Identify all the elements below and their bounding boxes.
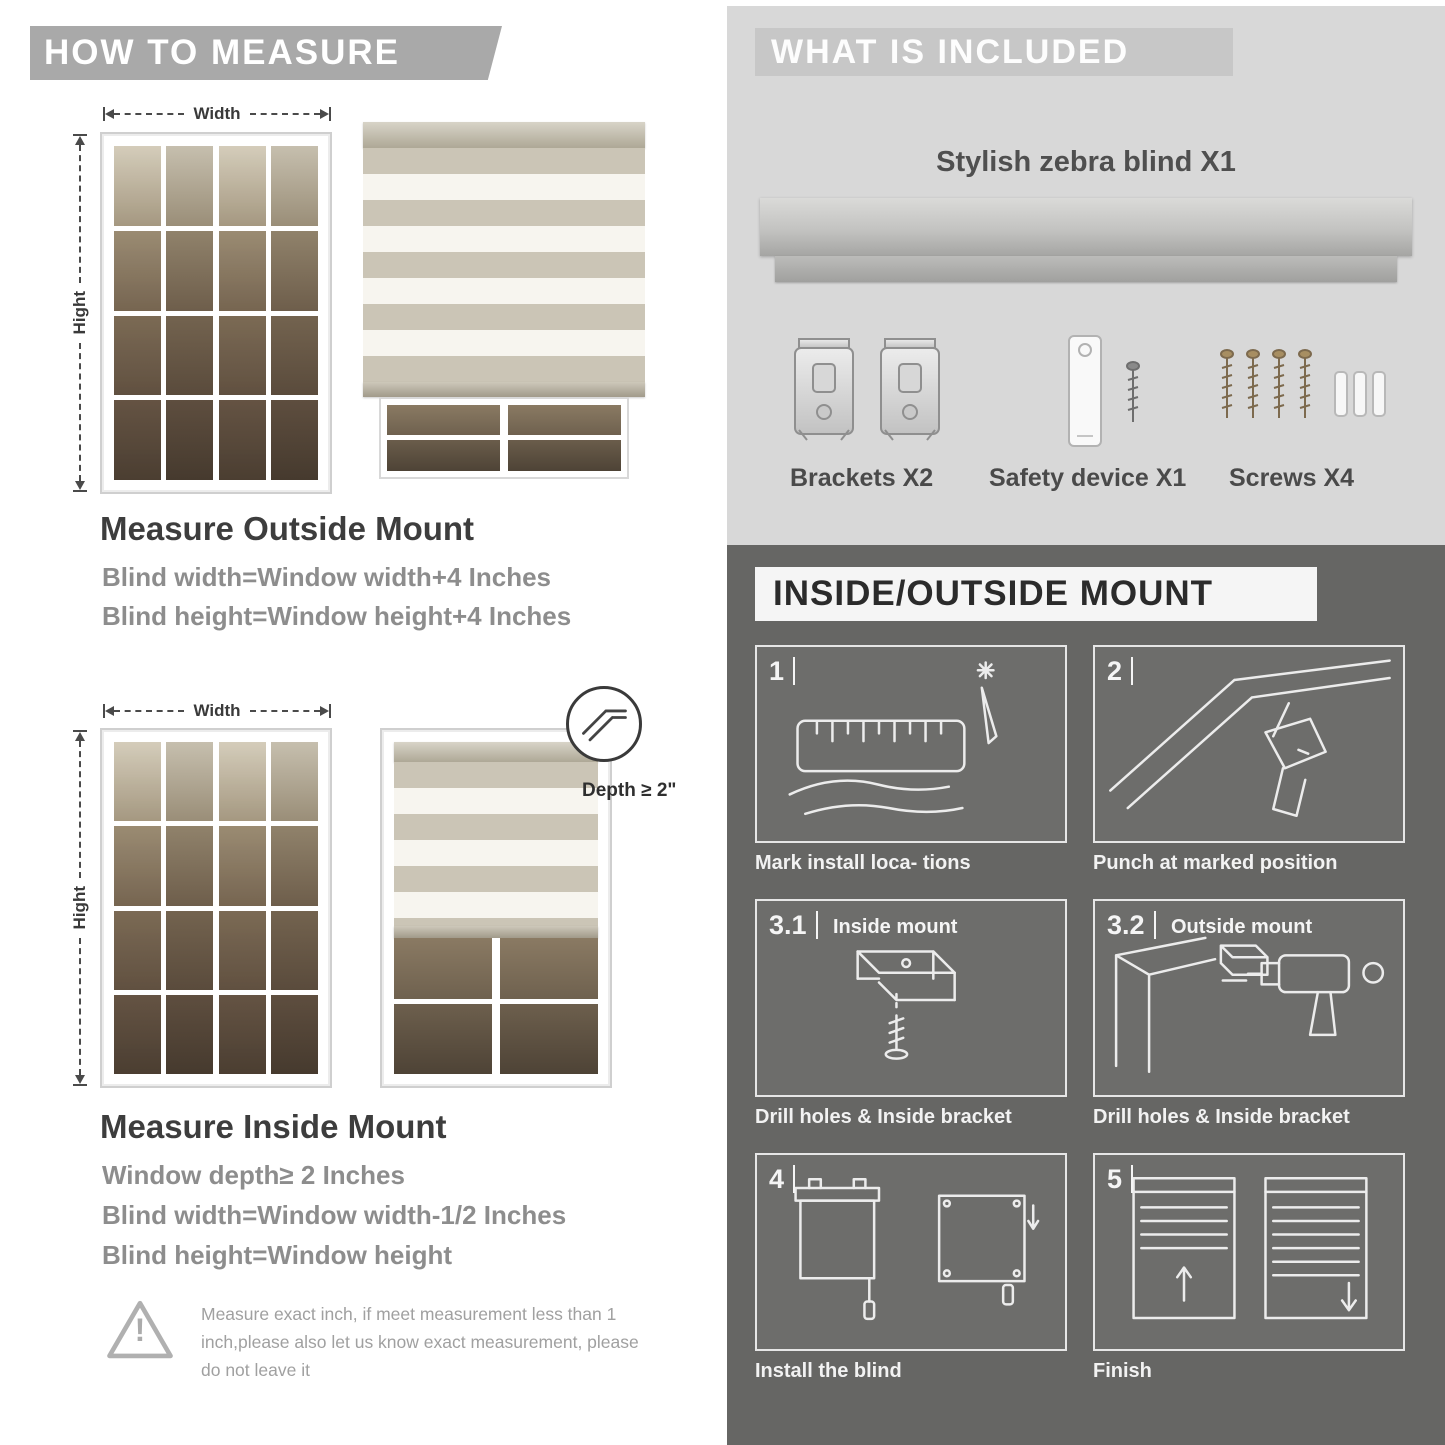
window-glass-small xyxy=(394,938,598,1074)
warning-text: Measure exact inch, if meet measurement … xyxy=(201,1304,639,1380)
step-4: 4 Install the blind xyxy=(755,1153,1067,1383)
how-to-measure-banner: HOW TO MEASURE xyxy=(30,26,502,80)
how-to-measure-title: HOW TO MEASURE xyxy=(44,33,400,72)
step-number: 3.1 xyxy=(769,911,818,939)
warning-triangle-icon: ! xyxy=(103,1296,177,1364)
step-3-1-panel: 3.1 Inside mount xyxy=(755,899,1067,1097)
outside-mount-line-2: Blind height=Window height+4 Inches xyxy=(102,601,572,631)
height-arrow-inside: Hight xyxy=(70,730,90,1086)
window-corner-detail-icon xyxy=(582,709,627,742)
depth-detail-callout xyxy=(566,686,642,762)
step-1: 1 Mark install loca- tions xyxy=(755,645,1067,875)
safety-device-icon xyxy=(1068,335,1140,447)
blind-cassette xyxy=(394,742,598,762)
step-number: 3.2 xyxy=(1107,911,1156,939)
screws-label: Screws X4 xyxy=(1229,464,1355,492)
safety-device-label: Safety device X1 xyxy=(989,464,1187,492)
inside-mount-line-2: Blind width=Window width-1/2 Inches xyxy=(102,1200,567,1230)
blind-slats xyxy=(394,762,598,926)
step-number: 4 xyxy=(769,1165,796,1193)
outside-bracket-illustration xyxy=(1095,901,1403,1095)
inside-bracket-illustration xyxy=(757,901,1065,1095)
step-number: 5 xyxy=(1107,1165,1134,1193)
step-2-panel: 2 xyxy=(1093,645,1405,843)
window-glass-small xyxy=(387,405,621,471)
step-inline-label: Outside mount xyxy=(1171,916,1313,938)
finish-illustration xyxy=(1095,1155,1403,1349)
window-casement-left xyxy=(114,146,213,480)
measure-mark-illustration xyxy=(757,647,1065,841)
drill-illustration xyxy=(1095,647,1403,841)
step-3-2: 3.2 Outside mount Drill holes & Inside b… xyxy=(1093,899,1405,1129)
product-cassette-image xyxy=(760,198,1412,256)
window-casement-left xyxy=(114,742,213,1074)
window-photo-outside xyxy=(100,132,332,494)
blind-bottom-rail xyxy=(394,926,598,938)
width-label: Width xyxy=(193,701,241,720)
mount-instructions-section: INSIDE/OUTSIDE MOUNT 1 Mark xyxy=(727,545,1445,1445)
window-casement-right xyxy=(219,742,318,1074)
window-glass xyxy=(114,742,318,1074)
step-number: 2 xyxy=(1107,657,1134,685)
what-is-included-banner: WHAT IS INCLUDED xyxy=(755,28,1233,76)
install-blind-illustration xyxy=(757,1155,1065,1349)
window-photo-inside xyxy=(100,728,332,1088)
step-caption: Finish xyxy=(1093,1360,1152,1382)
step-caption: Drill holes & Inside bracket xyxy=(1093,1106,1350,1128)
warning-exclamation: ! xyxy=(134,1312,146,1348)
zebra-blind-outside-figure xyxy=(363,122,645,494)
step-caption: Mark install loca- tions xyxy=(755,852,971,874)
mount-banner: INSIDE/OUTSIDE MOUNT xyxy=(755,567,1317,621)
width-arrow-inside: Width xyxy=(103,701,331,721)
window-below-blind xyxy=(379,397,629,479)
step-5-panel: 5 xyxy=(1093,1153,1405,1351)
screws-icon xyxy=(1220,349,1386,418)
blind-slats xyxy=(363,148,645,382)
width-arrow-outside: Width xyxy=(103,104,331,124)
zebra-blind-quantity-label: Stylish zebra blind X1 xyxy=(936,146,1236,178)
height-label: Hight xyxy=(70,291,89,335)
step-5: 5 Finish xyxy=(1093,1153,1405,1383)
width-label: Width xyxy=(193,104,241,123)
product-valance-image xyxy=(775,256,1397,282)
step-1-panel: 1 xyxy=(755,645,1067,843)
step-number: 1 xyxy=(769,657,796,685)
what-is-included-section: WHAT IS INCLUDED Stylish zebra blind X1 xyxy=(727,6,1445,545)
height-arrow-outside: Hight xyxy=(70,134,90,492)
step-3-1: 3.1 Inside mount Drill holes & Inside br… xyxy=(755,899,1067,1129)
step-2: 2 Punch at marked position xyxy=(1093,645,1405,875)
step-caption: Punch at marked position xyxy=(1093,852,1338,874)
inside-mount-line-3: Blind height=Window height xyxy=(102,1240,452,1270)
window-glass xyxy=(114,146,318,480)
measurement-warning: ! Measure exact inch, if meet measuremen… xyxy=(103,1296,649,1384)
step-caption: Drill holes & Inside bracket xyxy=(755,1106,1012,1128)
zebra-blind-inside-figure xyxy=(380,728,612,1088)
mount-steps-grid: 1 Mark install loca- tions 2 xyxy=(755,645,1405,1383)
mount-title: INSIDE/OUTSIDE MOUNT xyxy=(773,574,1214,613)
step-inline-label: Inside mount xyxy=(833,916,958,938)
outside-mount-title: Measure Outside Mount xyxy=(100,510,475,547)
depth-requirement-label: Depth ≥ 2" xyxy=(582,780,677,801)
what-is-included-title: WHAT IS INCLUDED xyxy=(771,32,1130,71)
brackets-icon xyxy=(794,338,940,441)
inside-mount-line-1: Window depth≥ 2 Inches xyxy=(102,1160,405,1190)
window-casement-right xyxy=(219,146,318,480)
outside-mount-line-1: Blind width=Window width+4 Inches xyxy=(102,562,551,592)
inside-mount-title: Measure Inside Mount xyxy=(100,1108,447,1145)
step-caption: Install the blind xyxy=(755,1360,902,1382)
step-3-2-panel: 3.2 Outside mount xyxy=(1093,899,1405,1097)
step-4-panel: 4 xyxy=(755,1153,1067,1351)
blind-bottom-rail xyxy=(363,382,645,397)
height-label: Hight xyxy=(70,886,89,930)
brackets-label: Brackets X2 xyxy=(790,464,934,492)
blind-cassette xyxy=(363,122,645,148)
